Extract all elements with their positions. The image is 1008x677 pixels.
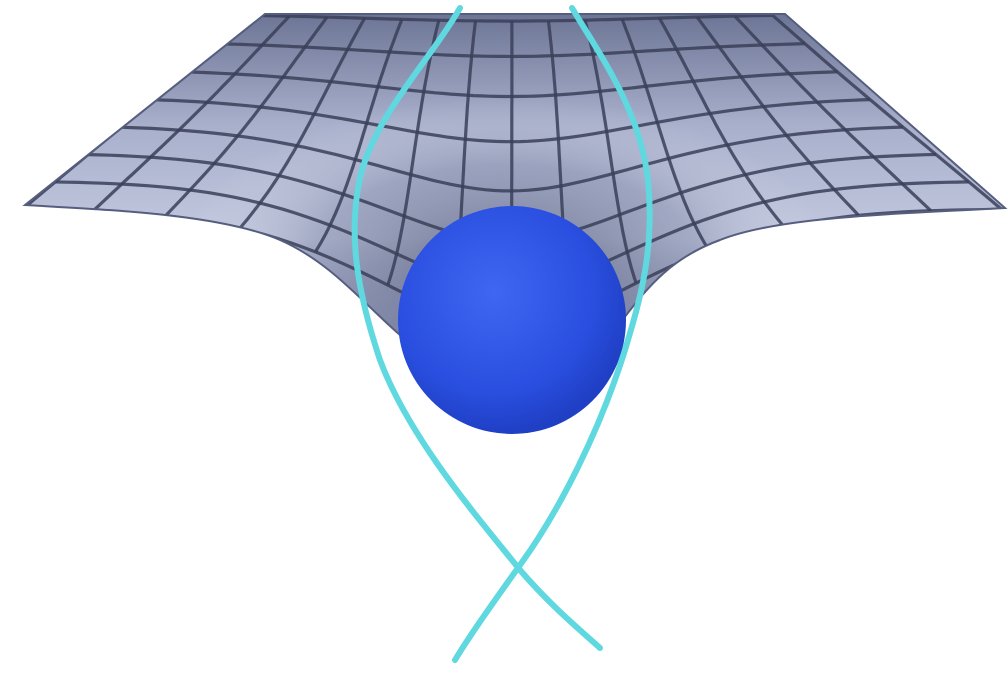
mass-sphere	[398, 206, 626, 434]
